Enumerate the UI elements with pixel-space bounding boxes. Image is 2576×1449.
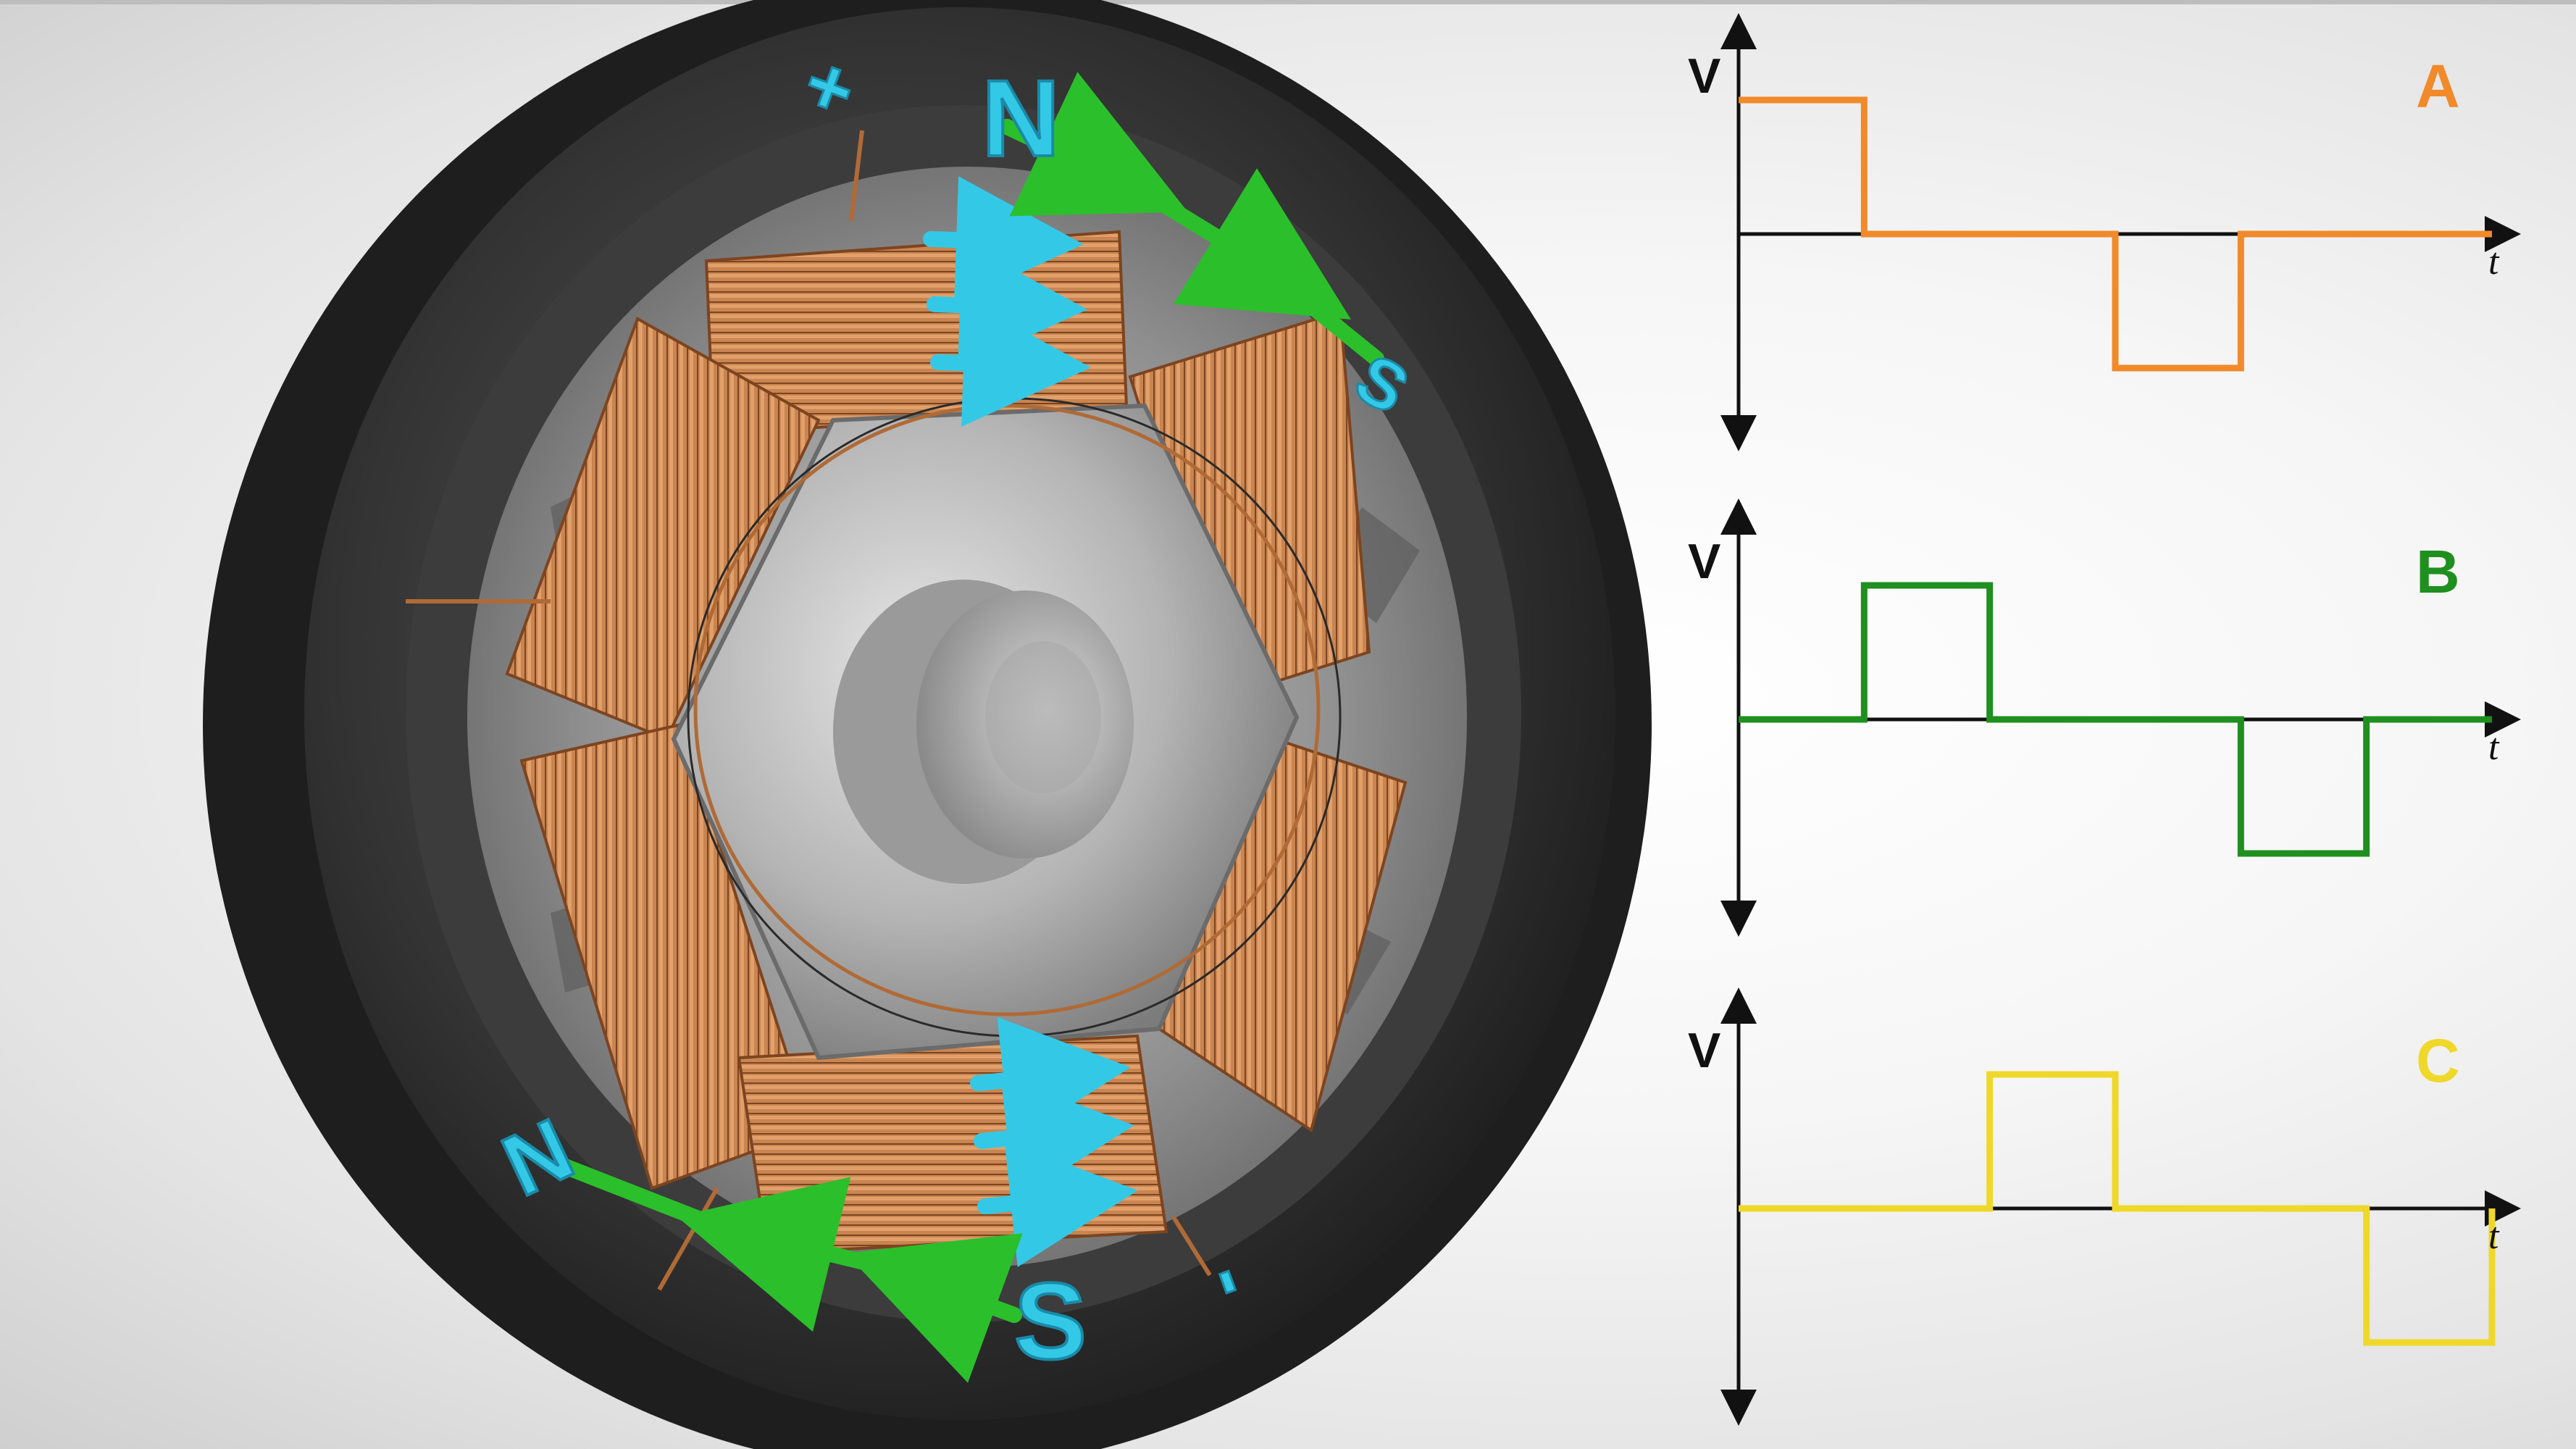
lead-wire-positive [849,130,864,222]
plot-a-phase-label: A [2416,52,2460,120]
plot-b-phase-label: B [2416,538,2460,606]
plot-a-series-line [1739,96,2492,372]
plot-c-x-label: t [2488,1216,2500,1257]
plot-c-y-label: V [1688,1023,1720,1078]
hub-bore [985,641,1101,793]
pole-label-top-n: N [982,57,1060,179]
plot-a-y-label: V [1688,49,1720,104]
plot-phase-c: V t C [1688,987,2521,1426]
plot-c-series-line [1739,1071,2496,1346]
plot-b-series-line [1739,582,2492,857]
plot-a-x-label: t [2488,241,2500,283]
lead-wire-negative [1171,1216,1212,1277]
current-arrows-bottom [970,1016,1138,1267]
field-arrow-bottom [557,1158,1023,1383]
frame-border [0,0,2576,4]
current-arrows-top [923,176,1091,427]
plot-b-y-label: V [1688,534,1720,589]
pole-label-bottom-s: S [1014,1260,1087,1382]
plot-b-x-label: t [2488,727,2500,768]
plot-phase-a: V t A [1688,13,2521,451]
field-arrow-top [999,72,1384,367]
plot-phase-b: V t B [1688,498,2521,937]
plot-c-phase-label: C [2416,1027,2460,1095]
